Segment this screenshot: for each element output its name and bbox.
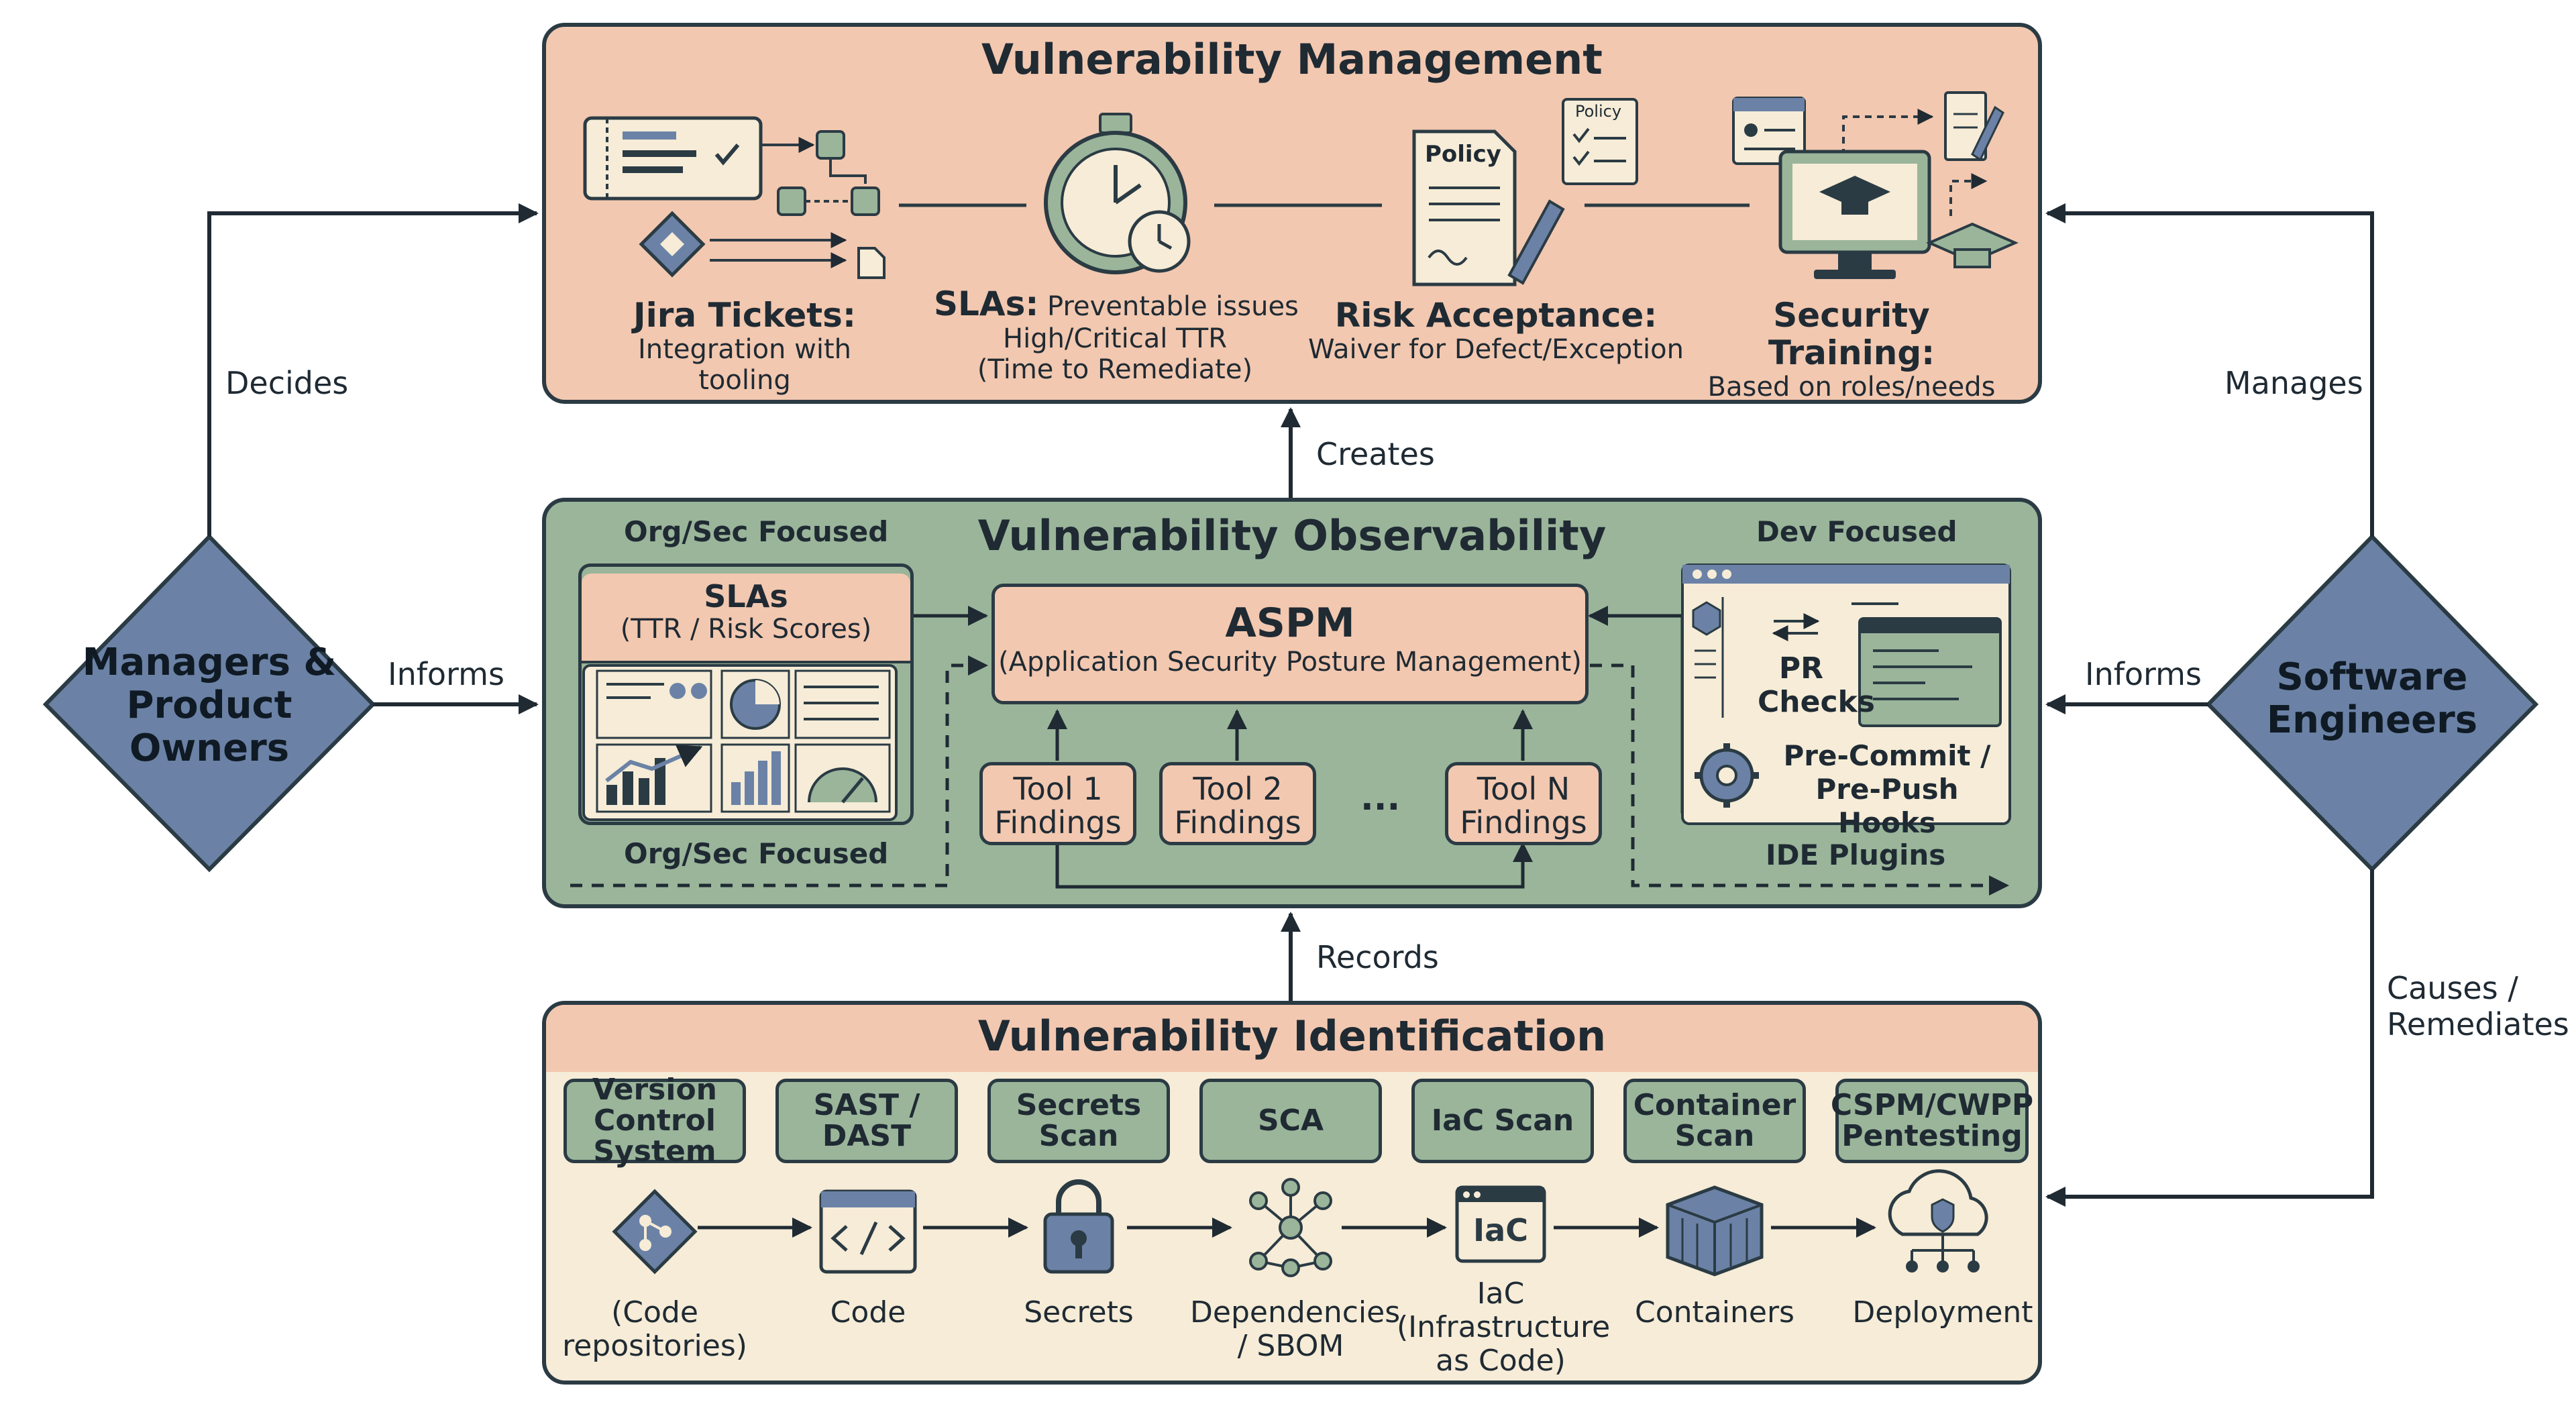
slas-item-title-rest: Preventable issues <box>1047 291 1299 322</box>
org-sec-label-top: Org/Sec Focused <box>624 515 889 548</box>
security-training-subtitle: Based on roles/needs <box>1707 372 1996 402</box>
dependency-graph-icon <box>1249 1178 1332 1277</box>
tool-n-line1: Tool N <box>1477 771 1570 807</box>
pre-commit-hooks-label: Pre-Commit / Pre-Push Hooks <box>1763 739 2011 840</box>
slas-item: SLAs: Preventable issues High/Critical T… <box>934 284 1299 385</box>
tool-2-line2: Findings <box>1174 804 1301 841</box>
iac-icon-text: IaC <box>1473 1212 1528 1248</box>
hooks-line1: Pre-Commit / <box>1783 739 1991 772</box>
pr-checks-label: PR Checks <box>1758 651 1875 719</box>
cloud-network-icon <box>1888 1169 1988 1273</box>
sast-dast-box: SAST /DAST <box>775 1079 958 1163</box>
sca-box: SCA <box>1199 1079 1382 1163</box>
security-training-item: Security Training: Based on roles/needs <box>1690 296 2012 402</box>
aspm-subtitle: (Application Security Posture Management… <box>998 647 1582 678</box>
ide-plugins-label: IDE Plugins <box>1766 839 1946 871</box>
code-window-icon <box>819 1189 917 1274</box>
slas-item-line2: High/Critical TTR <box>1003 323 1227 354</box>
observability-title: Vulnerability Observability <box>977 511 1607 560</box>
stage-code: Code <box>830 1295 906 1330</box>
tool-2-line1: Tool 2 <box>1193 771 1283 807</box>
pr-checks-line2: Checks <box>1758 685 1875 719</box>
policy-label: Policy <box>1425 141 1501 168</box>
managers-diamond <box>42 533 376 873</box>
tool-n-findings: Tool N Findings <box>1445 762 1602 845</box>
tool-1-line1: Tool 1 <box>1013 771 1103 807</box>
iac-window-icon: IaC <box>1455 1185 1546 1263</box>
iac-scan-box: IaC Scan <box>1411 1079 1594 1163</box>
slas-card-subtitle: (TTR / Risk Scores) <box>620 614 872 645</box>
dashboard-icon <box>582 664 898 821</box>
jira-tickets-title: Jira Tickets: <box>633 296 856 335</box>
container-icon <box>1666 1185 1764 1277</box>
management-title: Vulnerability Management <box>981 35 1603 84</box>
jira-tickets-subtitle: Integration with tooling <box>638 334 851 396</box>
informs-right-label: Informs <box>2085 656 2202 692</box>
dev-tools-icon <box>1681 563 2011 825</box>
tool-n-line2: Findings <box>1460 804 1587 841</box>
pr-checks-line1: PR <box>1778 651 1824 686</box>
slas-dashboard-card: SLAs (TTR / Risk Scores) <box>578 563 914 825</box>
policy-label-small: Policy <box>1575 102 1622 121</box>
policy-document-icon <box>1412 98 1638 286</box>
stage-deployment: Deployment <box>1852 1295 2033 1330</box>
tools-ellipsis: ... <box>1360 778 1401 818</box>
slas-card-title: SLAs <box>704 578 788 614</box>
security-training-title: Security Training: <box>1768 296 1935 372</box>
risk-acceptance-title: Risk Acceptance: <box>1334 296 1658 335</box>
org-sec-label-bottom: Org/Sec Focused <box>624 837 889 870</box>
stopwatch-icon <box>1044 113 1191 274</box>
slas-item-line3: (Time to Remediate) <box>977 354 1253 385</box>
tool-1-findings: Tool 1 Findings <box>979 762 1136 845</box>
padlock-icon <box>1043 1179 1114 1274</box>
manages-label: Manages <box>2224 365 2363 401</box>
tool-2-findings: Tool 2 Findings <box>1159 762 1316 845</box>
training-computer-icon <box>1732 91 2019 279</box>
tool-1-line2: Findings <box>994 804 1122 841</box>
stage-dependencies: Dependencies/ SBOM <box>1190 1295 1401 1363</box>
aspm-title: ASPM <box>1225 600 1355 647</box>
aspm-box: ASPM (Application Security Posture Manag… <box>991 584 1589 704</box>
risk-acceptance-item: Risk Acceptance: Waiver for Defect/Excep… <box>1308 296 1684 365</box>
risk-acceptance-subtitle: Waiver for Defect/Exception <box>1308 334 1684 365</box>
creates-label: Creates <box>1316 436 1435 472</box>
hooks-line2: Pre-Push Hooks <box>1815 773 1959 839</box>
informs-left-label: Informs <box>388 656 504 692</box>
stage-containers: Containers <box>1635 1295 1794 1330</box>
git-diamond-icon <box>612 1189 698 1275</box>
records-label: Records <box>1316 939 1439 975</box>
jira-tickets-item: Jira Tickets: Integration with tooling <box>590 296 899 396</box>
decides-label: Decides <box>225 365 349 401</box>
causes-remediates-label: Causes /Remediates <box>2387 970 2569 1042</box>
slas-item-title: SLAs: <box>934 284 1039 323</box>
stage-secrets: Secrets <box>1024 1295 1134 1330</box>
ticket-workflow-icon <box>583 116 885 279</box>
identification-title: Vulnerability Identification <box>977 1012 1607 1061</box>
dev-focused-label: Dev Focused <box>1756 515 1957 548</box>
